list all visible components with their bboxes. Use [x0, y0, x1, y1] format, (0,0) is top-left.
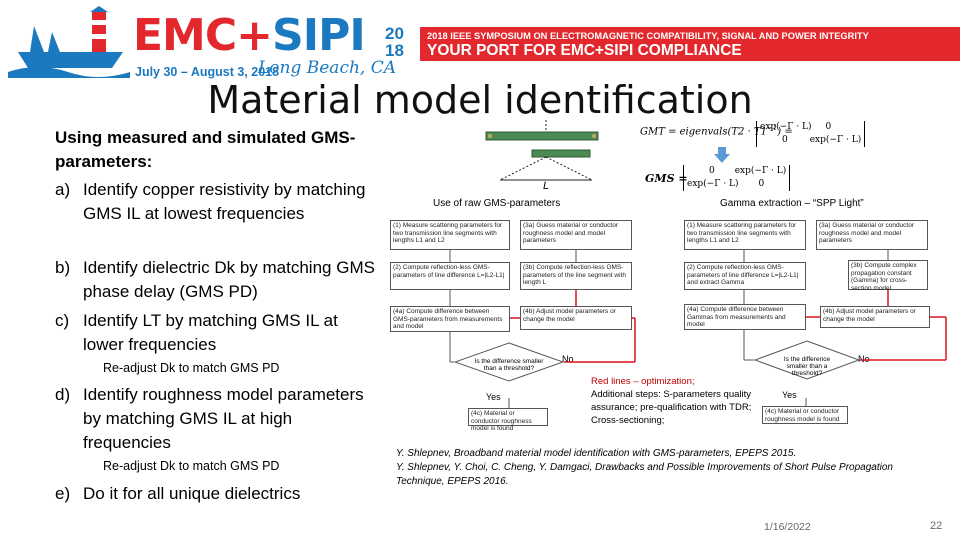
flow-right-step4c: (4c) Material or conductor roughness mod…: [762, 406, 848, 424]
eq2-left: GMS =: [645, 172, 688, 185]
reference-2: Y. Shlepnev, Y. Choi, C. Cheng, Y. Damga…: [396, 462, 893, 473]
flow-left-decision-text: Is the difference smaller than a thresho…: [474, 358, 544, 372]
caption-left: Use of raw GMS-parameters: [433, 198, 561, 209]
event-city: Long Beach, CA: [258, 58, 397, 78]
item-c-subnote: Re-adjust Dk to match GMS PD: [103, 361, 280, 375]
flow-right-yes: Yes: [782, 390, 797, 400]
sipi-text: SIPI: [272, 10, 366, 61]
flow-left-connectors: [449, 250, 636, 408]
mat1-b: 0: [825, 122, 832, 132]
mat1-d: exp(−Γ · L): [809, 135, 862, 145]
flow-left-step1: (1) Measure scattering parameters for tw…: [390, 220, 510, 250]
item-a-label: a): [55, 180, 71, 199]
flow-right-step2: (2) Compute reflection-less GMS-paramete…: [684, 262, 806, 290]
red-lines-note: Red lines – optimization; Additional ste…: [591, 375, 751, 427]
flow-right-step3b: (3b) Compute complex propagation constan…: [848, 260, 928, 292]
flowchart-right: (1) Measure scattering parameters for tw…: [684, 216, 954, 431]
eq1-right: ) =: [777, 126, 793, 138]
flow-left-step4c: (4c) Material or conductor roughness mod…: [468, 408, 548, 432]
item-b-label: b): [55, 258, 71, 277]
emc-logo-text: EMC+SIPI: [133, 10, 366, 61]
flow-right-no: No: [858, 354, 870, 364]
note-line-2: Additional steps: S-parameters quality: [591, 389, 751, 400]
year-bottom: 18: [385, 41, 404, 60]
item-a: a) Identify copper resistivity by matchi…: [55, 178, 375, 226]
eq1-exp: −1: [766, 124, 778, 132]
length-label: L: [543, 180, 550, 192]
flow-right-step4a: (4a) Compute difference between Gammas f…: [684, 304, 806, 330]
item-d-text: Identify roughness model parameters by m…: [83, 385, 364, 452]
pcb-board-image: [485, 120, 599, 181]
flow-left-step4a: (4a) Compute difference between GMS-para…: [390, 306, 510, 332]
flow-left-step3b: (3b) Compute reflection-less GMS-paramet…: [520, 262, 632, 290]
page-number: 22: [930, 520, 943, 532]
mat2-b: exp(−Γ · L): [734, 166, 787, 176]
equation-gmt: GMT = eigenvals(T2 · T1−1) =: [640, 124, 793, 137]
flow-right-connectors: [743, 250, 947, 406]
mat1-a: exp(−Γ · L): [760, 122, 812, 132]
flow-right-decision: [754, 340, 860, 380]
symposium-tagline: YOUR PORT FOR EMC+SIPI COMPLIANCE: [427, 42, 742, 59]
note-line-3: assurance; pre-qualification with TDR;: [591, 402, 752, 413]
plus-text: +: [236, 10, 273, 61]
symposium-name: 2018 IEEE SYMPOSIUM ON ELECTROMAGNETIC C…: [427, 31, 869, 41]
item-c: c) Identify LT by matching GMS IL at low…: [55, 309, 375, 357]
lighthouse-ship-logo: [8, 6, 130, 78]
flow-right-step3a: (3a) Guess material or conductor roughne…: [816, 220, 928, 250]
mat1-c: 0: [782, 135, 788, 145]
flow-left-step3a: (3a) Guess material or conductor roughne…: [520, 220, 632, 250]
down-arrow-icon: [714, 147, 730, 163]
eq1-left: GMT = eigenvals(T2 · T1: [640, 126, 767, 138]
item-a-text: Identify copper resistivity by matching …: [83, 180, 366, 223]
item-e: e) Do it for all unique dielectrics: [55, 482, 375, 506]
year-top: 20: [385, 24, 404, 43]
flow-left-yes: Yes: [486, 392, 501, 402]
flow-left-decision: [454, 342, 564, 382]
item-b: b) Identify dielectric Dk by matching GM…: [55, 256, 375, 304]
flow-left-step2: (2) Compute reflection-less GMS-paramete…: [390, 262, 510, 290]
item-e-text: Do it for all unique dielectrics: [83, 484, 301, 503]
year-block: 20 18: [385, 25, 404, 59]
flowchart-left: (1) Measure scattering parameters for tw…: [390, 216, 640, 432]
mat2-c: exp(−Γ · L): [687, 179, 739, 189]
flow-right-step1: (1) Measure scattering parameters for tw…: [684, 220, 806, 250]
mat2-d: 0: [758, 179, 765, 189]
mat2-a: 0: [709, 166, 715, 176]
matrix-1: exp(−Γ · L) 0 0 exp(−Γ · L): [756, 121, 866, 147]
intro-heading: Using measured and simulated GMS-paramet…: [55, 128, 356, 171]
symposium-band: 2018 IEEE SYMPOSIUM ON ELECTROMAGNETIC C…: [420, 27, 960, 61]
item-d: d) Identify roughness model parameters b…: [55, 383, 375, 455]
slide-title: Material model identification: [207, 78, 753, 122]
note-line-1: Red lines – optimization;: [591, 376, 695, 387]
flow-right-decision-text: Is the difference smaller than a thresho…: [783, 356, 831, 377]
item-d-subnote: Re-adjust Dk to match GMS PD: [103, 459, 280, 473]
item-c-text: Identify LT by matching GMS IL at lower …: [83, 311, 338, 354]
item-b-text: Identify dielectric Dk by matching GMS p…: [83, 258, 375, 301]
emc-text: EMC: [133, 10, 237, 61]
caption-right: Gamma extraction – “SPP Light”: [720, 198, 864, 209]
flow-left-no: No: [562, 354, 574, 364]
reference-2-cont: Technique, EPEPS 2016.: [396, 476, 509, 487]
event-dates: July 30 – August 3, 2018: [135, 65, 280, 79]
item-e-label: e): [55, 484, 71, 503]
flow-right-step4b: (4b) Adjust model parameters or change t…: [820, 306, 930, 328]
item-c-label: c): [55, 311, 70, 330]
matrix-2: 0 exp(−Γ · L) exp(−Γ · L) 0: [683, 165, 791, 191]
conference-banner: EMC+SIPI 20 18 July 30 – August 3, 2018 …: [0, 0, 960, 82]
note-line-4: Cross-sectioning;: [591, 415, 665, 426]
reference-1: Y. Shlepnev, Broadband material model id…: [396, 448, 797, 459]
item-d-label: d): [55, 385, 71, 404]
references: Y. Shlepnev, Broadband material model id…: [396, 447, 941, 489]
flow-left-step4b: (4b) Adjust model parameters or change t…: [520, 306, 632, 330]
slide-date: 1/16/2022: [764, 521, 811, 533]
